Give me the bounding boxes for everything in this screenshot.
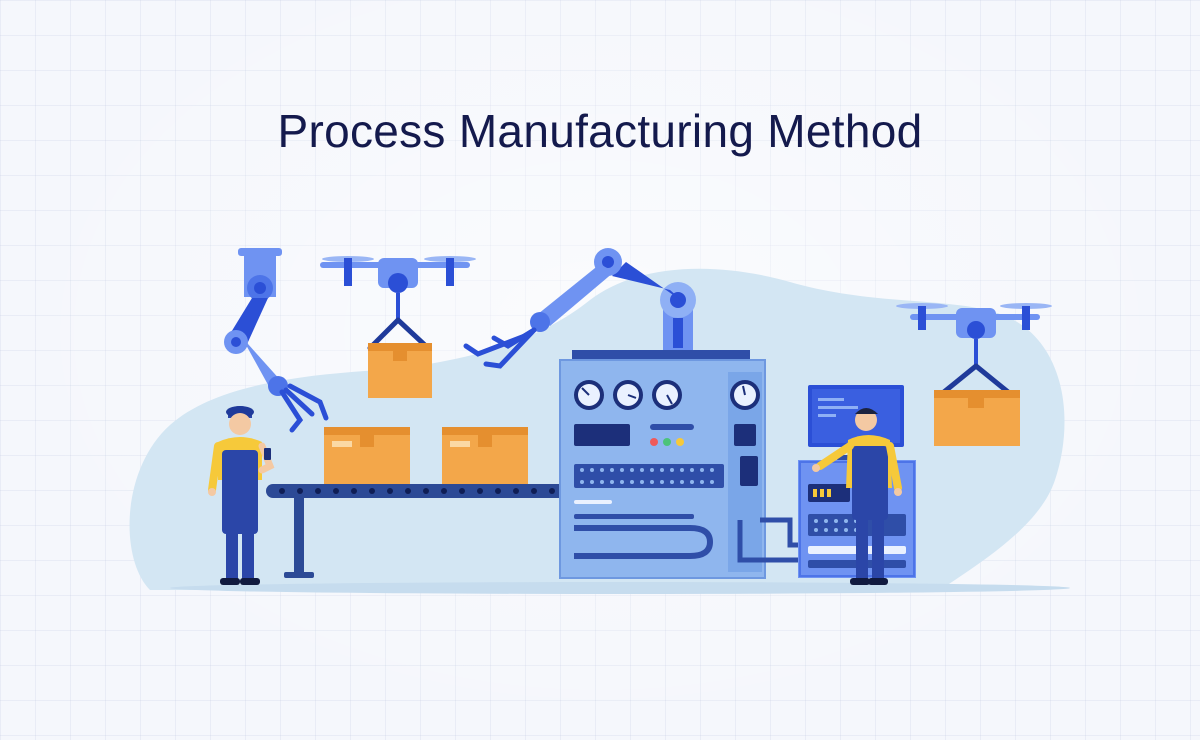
drone-right-icon (896, 303, 1052, 395)
gauge-icon (652, 380, 682, 410)
worker-with-phone-icon (208, 406, 275, 585)
gauge-icon (730, 380, 760, 410)
control-machine-icon (559, 350, 800, 579)
cardboard-box-icon (368, 343, 432, 398)
cardboard-box-icon (934, 390, 1020, 446)
worker-at-computer-icon (812, 408, 902, 585)
robotic-arm-left-icon (224, 248, 329, 433)
cardboard-box-icon (324, 427, 410, 485)
page-title: Process Manufacturing Method (277, 105, 923, 157)
ground-shadow (170, 582, 1070, 594)
cardboard-box-icon (442, 427, 528, 485)
drone-left-icon (320, 256, 476, 351)
conveyor-belt-icon (266, 484, 566, 578)
gauge-icon (613, 380, 643, 410)
gauge-icon (574, 380, 604, 410)
robotic-arm-center-icon (463, 248, 696, 369)
